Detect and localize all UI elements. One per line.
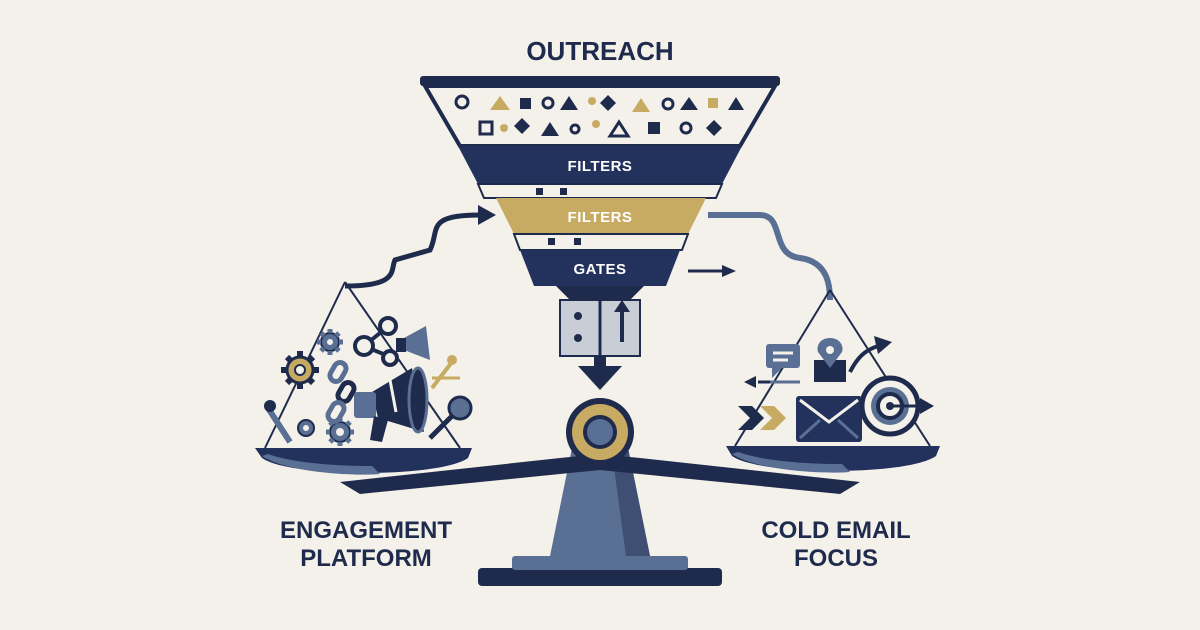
- down-arrow-icon: [578, 366, 622, 390]
- wrench-icon: [264, 395, 473, 444]
- megaphone-icon: [396, 326, 430, 360]
- funnel-band-2-label: FILTERS: [568, 209, 633, 226]
- square-shape: [536, 188, 543, 195]
- scale: [340, 398, 860, 586]
- left-pan-bowl-highlight: [262, 454, 380, 475]
- dot-shape: [661, 97, 675, 111]
- right-flow-arrow: [708, 212, 833, 301]
- magic-wand-icon: [430, 355, 460, 390]
- dot-shape: [574, 312, 582, 320]
- scale-base: [478, 568, 722, 586]
- diamond-shape: [514, 118, 530, 134]
- diamond-shape: [600, 95, 616, 111]
- right-small-arrowhead: [722, 265, 736, 277]
- triangle-shape: [680, 97, 698, 110]
- curved-arrow-icon: [848, 344, 879, 373]
- funnel-gap: [476, 183, 724, 199]
- funnel-gap: [512, 233, 690, 251]
- funnel-band-3-label: GATES: [573, 261, 626, 278]
- triangle-shape: [490, 96, 510, 110]
- left-label-line-1: ENGAGEMENT: [280, 517, 452, 544]
- square-shape: [560, 188, 567, 195]
- left-flow-arrowhead: [478, 205, 496, 225]
- funnel-spout: [556, 286, 644, 300]
- dot-shape: [569, 123, 581, 135]
- chain-link-icon: [325, 360, 357, 424]
- right-label-line-2: FOCUS: [794, 545, 878, 572]
- square-shape: [548, 238, 555, 245]
- scale-pivot-inner: [583, 415, 617, 449]
- chat-bubble-icon: [766, 344, 800, 378]
- triangle-shape: [632, 98, 650, 112]
- chevron-icon: [738, 406, 786, 430]
- dot-shape: [541, 96, 555, 110]
- funnel-band-3: [520, 250, 680, 286]
- right-pan: [726, 289, 940, 473]
- funnel-rim: [420, 76, 780, 86]
- funnel-band-1-label: FILTERS: [568, 158, 633, 175]
- square-shape: [520, 98, 531, 109]
- diagram-title: OUTREACH: [526, 36, 673, 66]
- gear-icon: [297, 419, 315, 437]
- triangle-shape: [560, 96, 578, 110]
- square-shape: [648, 122, 660, 134]
- up-arrow-icon: [614, 300, 630, 312]
- curved-arrow-head: [874, 336, 892, 354]
- dot-shape: [454, 94, 470, 110]
- left-pan: [255, 281, 473, 475]
- triangle-shape: [728, 97, 744, 110]
- funnel-band-2: [496, 198, 706, 234]
- triangle-shape: [541, 122, 559, 136]
- left-flow-arrow: [344, 212, 481, 289]
- funnel-band-1: [458, 146, 742, 184]
- dot-shape: [679, 121, 693, 135]
- right-label-line-1: COLD EMAIL: [761, 517, 910, 544]
- funnel-body: [421, 84, 779, 148]
- square-shape: [574, 238, 581, 245]
- dot-shape: [592, 120, 600, 128]
- gear-icon: [317, 329, 343, 355]
- dot-shape: [588, 97, 596, 105]
- dot-shape: [500, 124, 508, 132]
- right-pan-bowl-highlight: [732, 452, 850, 473]
- dot-shape: [574, 334, 582, 342]
- megaphone-icon: [354, 366, 429, 442]
- location-pin-icon: [814, 338, 846, 382]
- network-nodes-icon: [353, 316, 399, 367]
- left-label-line-2: PLATFORM: [300, 545, 432, 572]
- square-shape: [478, 120, 494, 136]
- funnel-contents: [454, 94, 744, 138]
- triangle-shape: [607, 119, 631, 138]
- left-pan-string: [344, 281, 461, 449]
- up-arrow-icon: [620, 312, 624, 342]
- arrow-icon: [744, 376, 800, 388]
- scale-base-top: [512, 556, 688, 570]
- funnel: FILTERS FILTERS GATES: [420, 76, 780, 390]
- target-icon: [859, 375, 934, 437]
- diamond-shape: [706, 120, 722, 136]
- envelope-icon: [796, 396, 862, 442]
- square-shape: [708, 98, 718, 108]
- gear-icon: [281, 351, 319, 389]
